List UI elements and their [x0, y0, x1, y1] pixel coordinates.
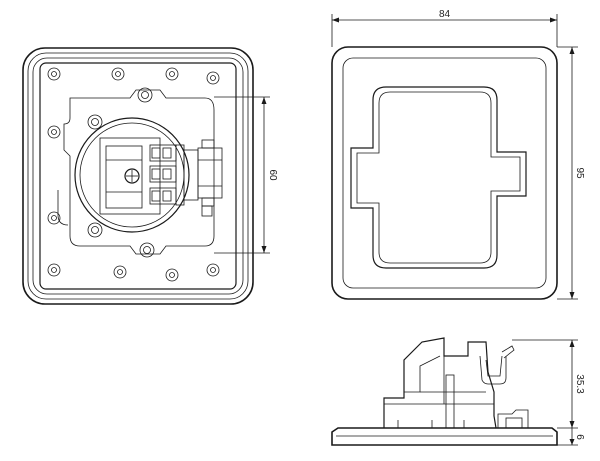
back-dimension-width: 84	[331, 9, 558, 47]
front-screw-holes	[47, 67, 220, 282]
front-recess-tab	[57, 190, 69, 226]
screw-hole-icon	[47, 211, 61, 225]
screw-hole-icon	[47, 125, 61, 139]
front-recess-outline	[63, 89, 215, 255]
side-base-plate	[331, 427, 558, 446]
back-socket-inner-outline	[356, 91, 521, 264]
screw-hole-icon	[165, 67, 179, 81]
back-inner-frame	[342, 57, 547, 289]
screw-hole-icon	[87, 222, 103, 238]
front-dimension-height: 60	[214, 96, 278, 254]
socket-inner-body	[105, 145, 143, 209]
side-foot	[497, 409, 529, 428]
side-view: 35.3 6	[331, 337, 585, 446]
socket-rim	[74, 117, 190, 233]
screw-hole-icon	[139, 242, 155, 258]
front-frame-inner-edge	[27, 52, 249, 300]
hinge-clip	[197, 139, 223, 217]
back-view: 84 95	[331, 9, 585, 300]
side-dimension-base: 6	[557, 428, 585, 446]
dimension-label-6: 6	[574, 434, 585, 440]
side-pin	[445, 374, 455, 429]
front-frame-inner-edge-2	[32, 57, 244, 295]
screw-hole-icon	[111, 67, 125, 81]
back-outer-frame	[331, 46, 558, 300]
front-view: 60	[22, 47, 278, 305]
dimension-label-60: 60	[267, 169, 278, 181]
side-hinge	[479, 355, 507, 385]
contact-terminals	[149, 144, 199, 206]
screw-hole-icon	[113, 265, 127, 279]
dimension-label-95: 95	[574, 167, 585, 179]
screw-hole-icon	[47, 67, 61, 81]
screw-hole-icon	[206, 263, 220, 277]
side-body	[383, 337, 497, 429]
screw-hole-icon	[165, 268, 179, 282]
back-dimension-height: 95	[557, 46, 585, 300]
front-plate	[39, 62, 237, 290]
center-screw-icon	[124, 168, 140, 184]
side-dimension-height: 35.3	[512, 339, 585, 429]
screw-hole-icon	[47, 263, 61, 277]
dimension-label-84: 84	[439, 9, 451, 20]
screw-hole-icon	[87, 114, 103, 130]
front-outer-frame	[22, 47, 254, 305]
dimension-label-35-3: 35.3	[574, 374, 585, 394]
screw-hole-icon	[137, 87, 153, 103]
back-socket-outline	[350, 86, 527, 269]
screw-hole-icon	[206, 71, 220, 85]
